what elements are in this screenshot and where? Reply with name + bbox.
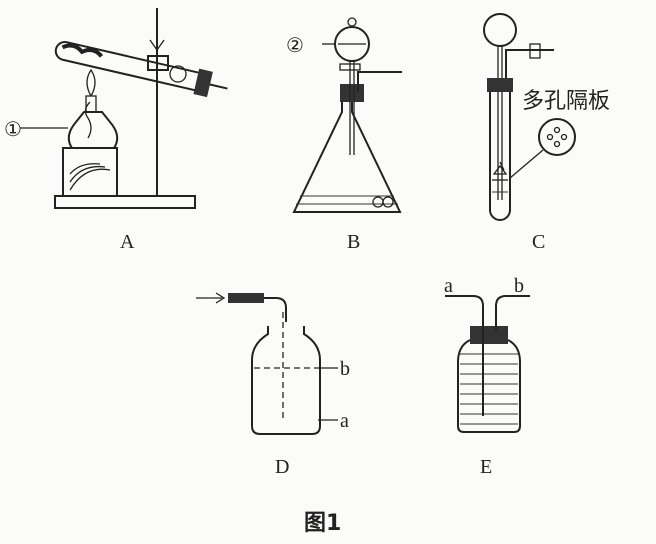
label-e: E — [480, 456, 492, 478]
stand-base — [54, 195, 196, 209]
clamp — [147, 55, 169, 71]
stopcock — [339, 63, 361, 71]
stopper-c — [487, 78, 513, 92]
marker-1: ① — [4, 119, 22, 141]
apparatus-b: ② B — [286, 17, 402, 253]
label-a: A — [120, 231, 135, 253]
porous-plate-view — [538, 118, 576, 156]
flame — [86, 68, 96, 97]
figure-caption: 图1 — [304, 511, 341, 536]
apparatus-e: a b E — [444, 275, 530, 478]
alcohol-lamp — [67, 111, 119, 149]
marker-2: ② — [286, 35, 304, 57]
label-d-a: a — [340, 410, 349, 432]
test-tube-c — [489, 90, 511, 221]
label-b: B — [347, 231, 360, 253]
stopper-e — [470, 326, 508, 344]
label-d: D — [275, 456, 289, 478]
test-tube — [54, 40, 205, 93]
apparatus-c: 多孔隔板 C — [483, 13, 610, 253]
bottle-d — [251, 326, 321, 435]
apparatus-a: ① A — [4, 8, 228, 253]
delivery-tube — [357, 71, 402, 92]
rubber-tube — [228, 293, 264, 303]
label-e-a: a — [444, 275, 453, 297]
conical-flask — [292, 102, 402, 213]
arrow-icon — [196, 292, 226, 304]
label-d-b: b — [340, 358, 350, 380]
stopcock-c — [529, 43, 541, 59]
label-e-b: b — [514, 275, 524, 297]
rubber-stopper — [340, 84, 364, 102]
funnel-bulb — [483, 13, 517, 47]
porous-plate-label: 多孔隔板 — [522, 89, 610, 114]
bottle-e — [457, 339, 521, 433]
clamp-screw — [169, 65, 187, 83]
apparatus-d: b a D — [196, 292, 350, 478]
label-c: C — [532, 231, 545, 253]
stopper — [193, 68, 213, 98]
